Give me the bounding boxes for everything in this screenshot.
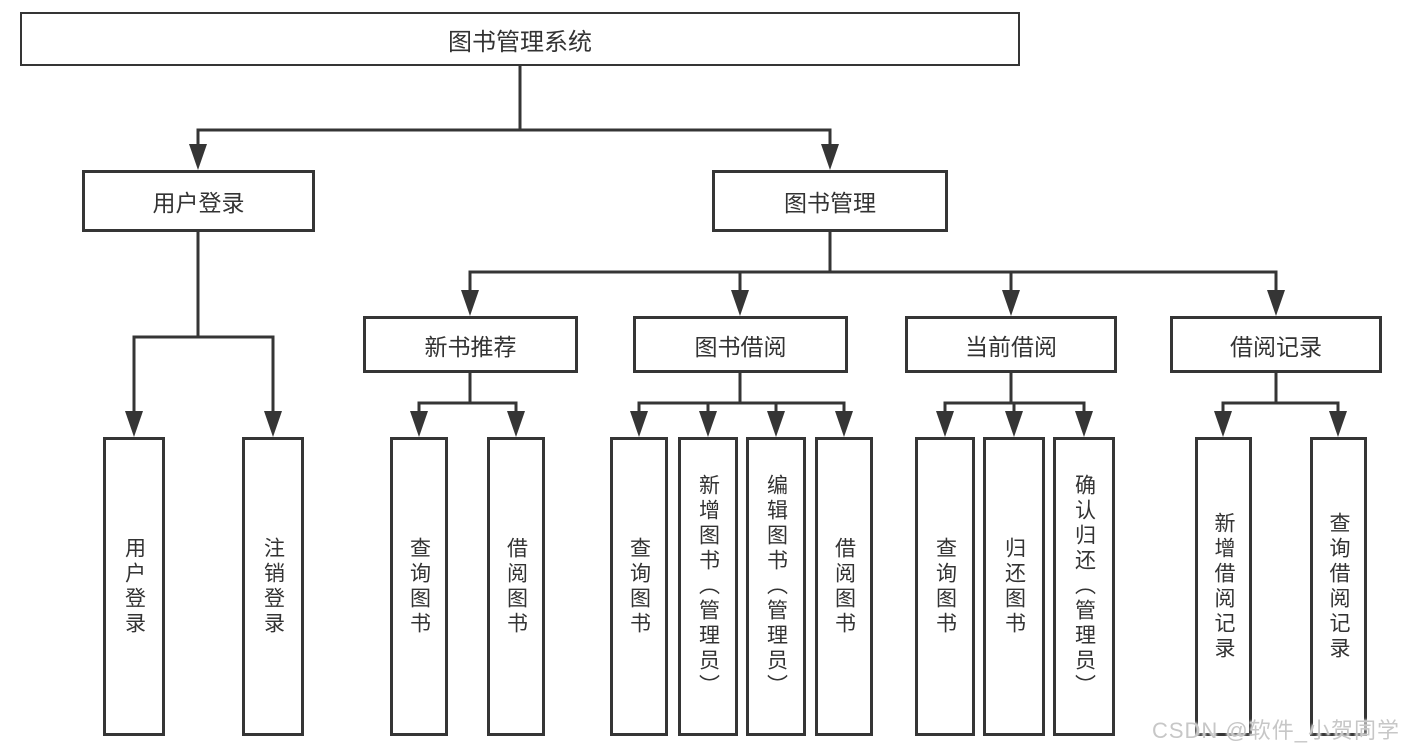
node-label: 用户登录 [122,536,146,637]
node-label: 借阅记录 [1230,333,1322,360]
leaf-records-add-record: 新增借阅记录 [1195,437,1252,736]
node-label: 注销登录 [261,536,285,637]
node-label: 查询图书 [627,536,651,637]
node-book-borrowing: 图书借阅 [633,316,848,373]
leaf-borrowing-borrow-books: 借阅图书 [815,437,873,736]
node-label: 归还图书 [1002,536,1026,637]
node-book-management: 图书管理 [712,170,948,232]
node-label: 图书借阅 [694,333,787,360]
node-label: 借阅图书 [832,536,856,637]
leaf-logout: 注销登录 [242,437,304,736]
leaf-records-query-record: 查询借阅记录 [1310,437,1367,736]
leaf-borrowing-query-books: 查询图书 [610,437,668,736]
node-new-book-recommend: 新书推荐 [363,316,578,373]
arrowheads [125,144,1347,437]
leaf-recommend-query-books: 查询图书 [390,437,448,736]
node-label: 编辑图书（管理员） [764,474,788,699]
node-label: 新增图书（管理员） [696,474,720,699]
csdn-watermark: CSDN @软件_小贺同学 [1151,718,1400,743]
node-label: 用户登录 [152,190,245,216]
node-label: 查询借阅记录 [1327,511,1350,662]
node-label: 借阅图书 [504,536,528,637]
node-label: 确认归还（管理员） [1072,474,1096,699]
node-label: 查询图书 [933,536,957,637]
leaf-current-return-books: 归还图书 [983,437,1045,736]
node-current-borrowing: 当前借阅 [905,316,1117,373]
node-label: 当前借阅 [965,333,1057,360]
node-library-management-system: 图书管理系统 [20,12,1020,66]
node-label: 图书管理 [784,190,876,216]
leaf-current-confirm-return-admin: 确认归还（管理员） [1053,437,1115,736]
leaf-borrowing-edit-books-admin: 编辑图书（管理员） [746,437,806,736]
node-label: 新增借阅记录 [1212,511,1235,662]
leaf-current-query-books: 查询图书 [915,437,975,736]
node-label: 查询图书 [407,536,431,637]
node-label: 新书推荐 [424,333,517,360]
leaf-user-login: 用户登录 [103,437,165,736]
node-borrowing-records: 借阅记录 [1170,316,1382,373]
node-user-login: 用户登录 [82,170,315,232]
node-label: 图书管理系统 [448,28,592,56]
leaf-borrowing-add-books-admin: 新增图书（管理员） [678,437,738,736]
leaf-recommend-borrow-books: 借阅图书 [487,437,545,736]
